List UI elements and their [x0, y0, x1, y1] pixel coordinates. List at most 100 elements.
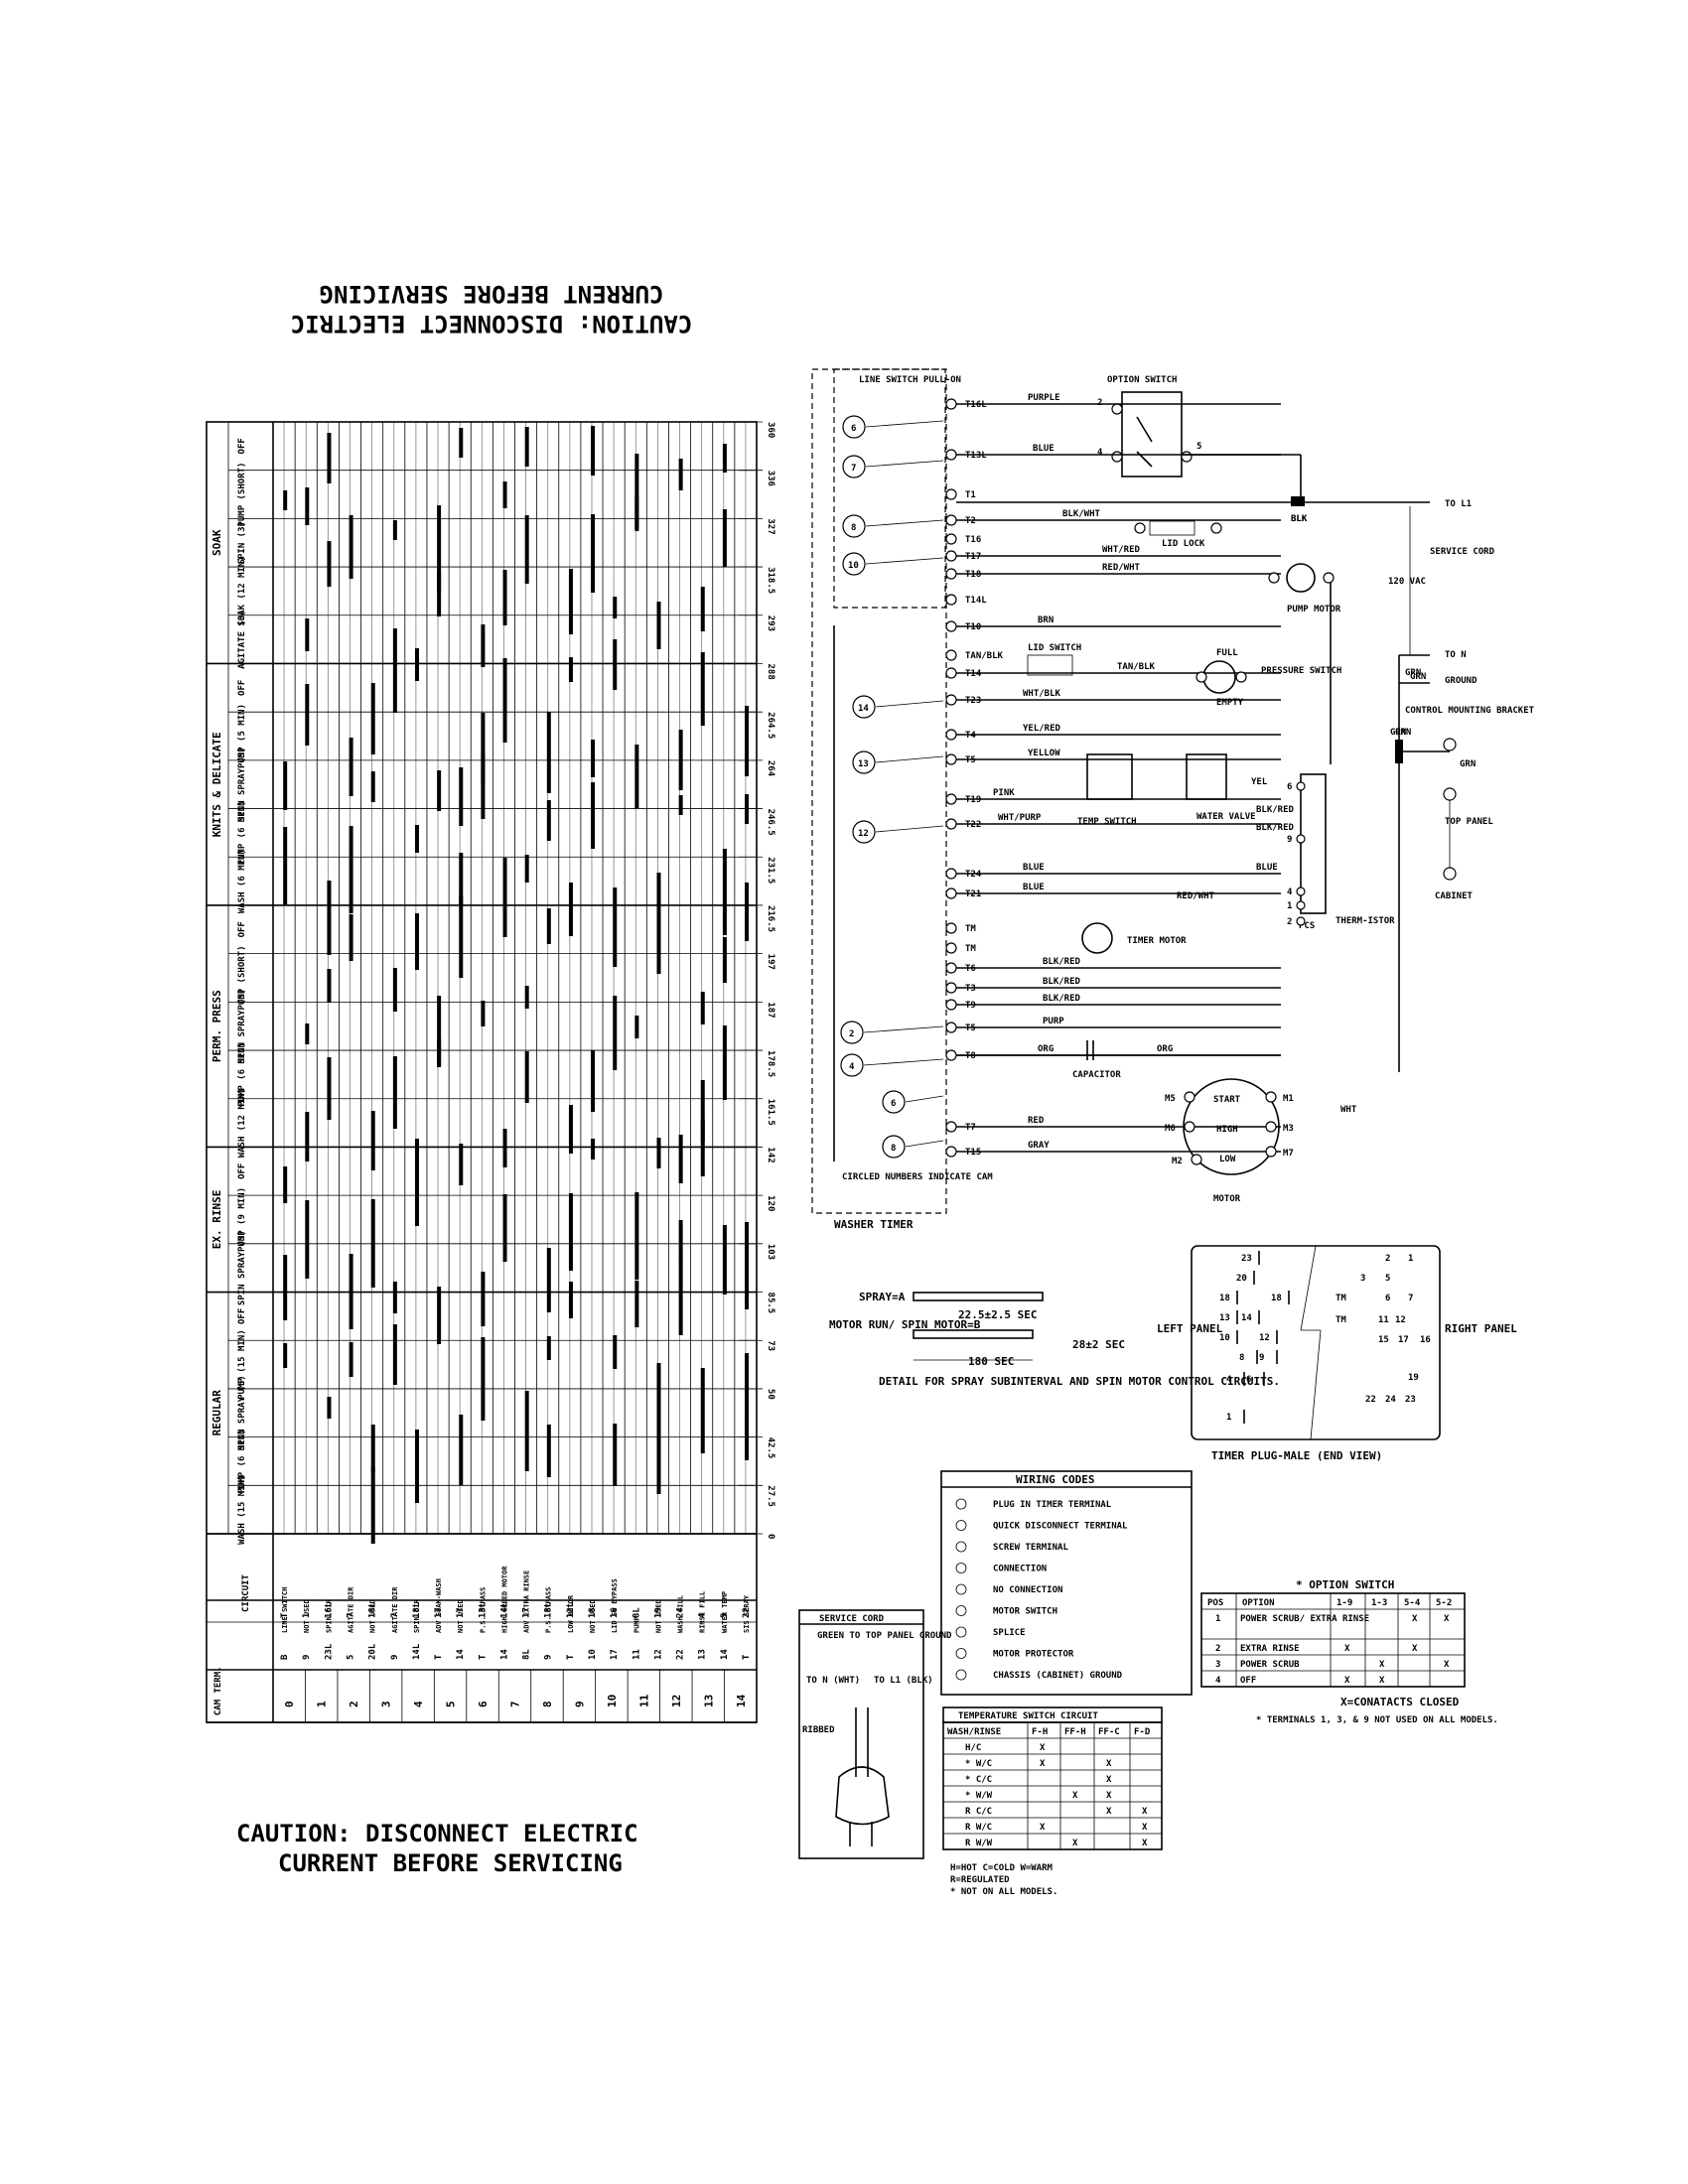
- caution-top: CAUTION: DISCONNECT ELECTRIC CURRENT BEF…: [291, 280, 693, 338]
- timing-bar: [700, 1368, 705, 1453]
- option-cell: X: [1444, 1614, 1450, 1624]
- plug-pin-left: 18: [1219, 1294, 1230, 1303]
- option-header: POS: [1207, 1598, 1223, 1608]
- timer-terminal: [945, 1121, 957, 1133]
- temp-cell: X: [1040, 1743, 1046, 1753]
- term-bottom: 9: [544, 1655, 554, 1660]
- option-header: 5-2: [1436, 1598, 1452, 1608]
- term-top: 17: [522, 1607, 532, 1618]
- timing-bar: [700, 652, 705, 726]
- thermistor-label: THERM-ISTOR: [1336, 916, 1395, 926]
- motor-terminal-label: M2: [1172, 1157, 1183, 1166]
- empty-label: EMPTY: [1216, 698, 1244, 708]
- timer-terminal: [945, 488, 957, 500]
- temp-cell: R W/C: [965, 1823, 992, 1833]
- chart-row-label: SPIN SPRAY (5): [237, 989, 247, 1064]
- code-item: QUICK DISCONNECT TERMINAL: [993, 1522, 1128, 1532]
- timing-bar: [327, 433, 332, 483]
- terminal-label: T23: [965, 696, 981, 706]
- ground-label: GROUND: [1445, 676, 1477, 686]
- timing-bar: [722, 937, 727, 983]
- cam-number: 13: [858, 759, 869, 769]
- terminal-label: T6: [965, 964, 976, 974]
- chart-row-label: SPIN SPRAY (5): [237, 1375, 247, 1450]
- timing-bar: [349, 1254, 353, 1329]
- timing-bar: [327, 1057, 332, 1120]
- timing-bar: [613, 1335, 618, 1369]
- code-symbol: [955, 1583, 967, 1595]
- timer-terminal: [945, 514, 957, 526]
- term-top: 16: [610, 1607, 620, 1618]
- plug-pin-left: 10: [1219, 1333, 1230, 1343]
- timing-bar: [591, 782, 596, 849]
- term-top: 22: [742, 1607, 752, 1618]
- lid-lock-label: LID LOCK: [1162, 539, 1205, 549]
- wire-label: GRN: [1395, 728, 1411, 738]
- chart-row-label: SOAK (12 MIN): [237, 556, 247, 625]
- cam-circle: [842, 415, 866, 439]
- temp-cell: R W/W: [965, 1839, 993, 1848]
- code-symbol: [955, 1669, 967, 1681]
- timing-bar: [437, 505, 442, 592]
- wire-label: BLUE: [1256, 863, 1278, 873]
- temp-legend-2: R=REGULATED: [950, 1875, 1010, 1885]
- svg-text:4: 4: [1097, 448, 1103, 458]
- service-cord-label: SERVICE CORD: [1430, 547, 1495, 557]
- timing-bar: [305, 1112, 310, 1161]
- timing-bar: [414, 648, 419, 681]
- timer-terminal: [945, 649, 957, 661]
- circuit-label: AGITATE DIR: [347, 1586, 354, 1633]
- timing-bar: [414, 913, 419, 970]
- timing-bar: [745, 1222, 750, 1309]
- timing-bar: [568, 657, 573, 682]
- term-top: 1: [302, 1613, 312, 1618]
- plug-pin-right: 16: [1420, 1335, 1431, 1345]
- chart-cycle-label: EX. RINSE: [211, 1190, 223, 1250]
- temp-legend-1: H=HOT C=COLD W=WARM: [950, 1863, 1054, 1873]
- chart-row-label: PUMP (6 MIN): [237, 800, 247, 865]
- option-cell: X: [1412, 1614, 1418, 1624]
- option-cell: 4: [1215, 1676, 1221, 1686]
- wire-label: BLK/RED: [1043, 994, 1081, 1004]
- terminal-label: T19: [965, 795, 981, 805]
- vac-label: 120 VAC: [1388, 577, 1426, 587]
- timing-bar: [568, 1105, 573, 1154]
- timer-plug: LEFT PANEL RIGHT PANEL TIMER PLUG-MALE (…: [1157, 1245, 1517, 1462]
- code-symbol: [955, 1648, 967, 1659]
- timing-bar: [524, 986, 529, 1009]
- wire-label: BLK/RED: [1256, 823, 1295, 833]
- plug-pin-left: 23: [1241, 1254, 1252, 1264]
- timing-bar: [591, 1050, 596, 1112]
- plug-pin-left: 12: [1259, 1333, 1270, 1343]
- code-item: CONNECTION: [993, 1565, 1047, 1574]
- chart-row-label: SPIN (3): [237, 521, 247, 564]
- cam-circle: [852, 820, 876, 844]
- option-cell: EXTRA RINSE: [1240, 1644, 1300, 1654]
- temp-cell: X: [1072, 1839, 1078, 1848]
- caution-bottom-line1: CAUTION: DISCONNECT ELECTRIC: [236, 1820, 638, 1847]
- chart-terminal-table: TERM.CAMTB1916L23L7518L20L7918L14L17T171…: [207, 1599, 757, 1723]
- degree-mark: 318.5: [766, 567, 775, 594]
- code-symbol: [955, 1563, 967, 1573]
- option-header: 1-9: [1336, 1598, 1352, 1608]
- term-bottom: 8L: [522, 1649, 532, 1660]
- terminal-label: T22: [965, 820, 981, 830]
- plug-pin-right: 17: [1398, 1335, 1409, 1345]
- wire-label: ORG: [1038, 1044, 1054, 1054]
- timing-bar: [613, 1424, 618, 1486]
- timing-bar: [745, 794, 750, 824]
- timing-bar: [678, 1135, 683, 1183]
- plug-pin-right: 2: [1385, 1254, 1390, 1264]
- timing-bar: [459, 853, 464, 906]
- term-bottom: T: [434, 1654, 444, 1660]
- chart-row-label: PUMP (15 MIN): [237, 1329, 247, 1399]
- timer-terminal: [945, 449, 957, 461]
- line-switch-label: LINE SWITCH PULL-ON: [859, 375, 961, 385]
- timing-bar: [700, 587, 705, 631]
- lid-switch-label: LID SWITCH: [1028, 643, 1081, 653]
- circuit-label: P.S. BYPASS: [545, 1587, 553, 1633]
- degree-mark: 120: [766, 1195, 775, 1211]
- terminal-label: T3: [965, 984, 976, 994]
- service-cord-to-l1: TO L1 (BLK): [874, 1676, 933, 1686]
